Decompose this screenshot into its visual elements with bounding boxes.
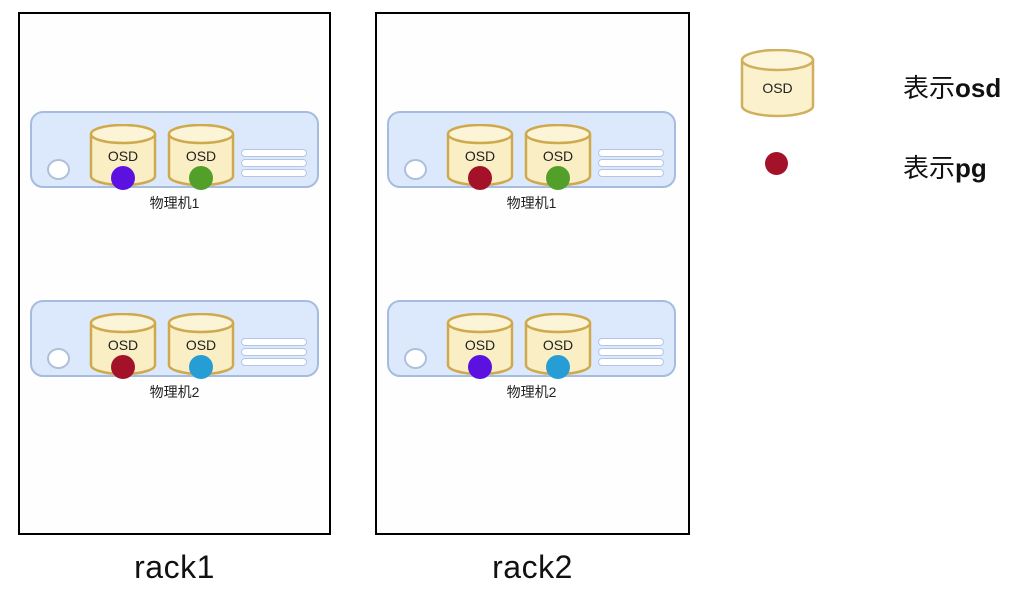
osd-label: OSD xyxy=(185,148,217,164)
rack1-machine2: OSD OSD 物理机2 xyxy=(30,300,319,402)
vent-lines-icon xyxy=(598,338,664,368)
power-button-icon xyxy=(47,348,70,369)
server-chassis: OSD OSD xyxy=(30,111,319,190)
osd-label: OSD xyxy=(762,80,793,96)
legend-osd-cylinder: OSD xyxy=(740,49,815,119)
pg-dot xyxy=(468,355,492,379)
osd-label: OSD xyxy=(464,337,496,353)
machine-label: 物理机2 xyxy=(149,384,200,400)
rack2-label: rack2 xyxy=(492,549,573,585)
osd-label: OSD xyxy=(107,337,139,353)
cylinder-icon xyxy=(446,124,514,186)
power-button-icon xyxy=(404,348,427,369)
pg-dot xyxy=(111,355,135,379)
cylinder-icon xyxy=(167,124,235,186)
pg-dot xyxy=(546,166,570,190)
osd-cylinder: OSD xyxy=(446,124,514,190)
osd-cylinder: OSD xyxy=(167,313,235,379)
vent-lines-icon xyxy=(241,149,307,179)
rack2-machine2: OSD OSD 物理机2 xyxy=(387,300,676,402)
pg-dot xyxy=(189,355,213,379)
pg-dot xyxy=(468,166,492,190)
cylinder-icon xyxy=(740,49,815,118)
vent-lines-icon xyxy=(598,149,664,179)
osd-cylinder: OSD xyxy=(446,313,514,379)
osd-cylinder: OSD xyxy=(89,313,157,379)
server-chassis: OSD OSD xyxy=(387,300,676,379)
server-chassis: OSD OSD xyxy=(387,111,676,190)
legend-pg-text: 表示pg xyxy=(903,153,987,183)
vent-lines-icon xyxy=(241,338,307,368)
legend-pg-dot xyxy=(765,152,788,175)
machine-label: 物理机1 xyxy=(506,195,557,211)
rack2-box: OSD OSD 物理机1 xyxy=(375,12,690,535)
pg-dot xyxy=(546,355,570,379)
rack1-box: OSD OSD 物理机1 xyxy=(18,12,331,535)
osd-cylinder: OSD xyxy=(89,124,157,190)
osd-label: OSD xyxy=(542,337,574,353)
osd-cylinder: OSD xyxy=(524,313,592,379)
legend-osd-text: 表示osd xyxy=(903,73,1002,103)
cylinder-icon xyxy=(446,313,514,375)
rack1-label: rack1 xyxy=(134,549,215,585)
rack2-machine1: OSD OSD 物理机1 xyxy=(387,111,676,213)
server-chassis: OSD OSD xyxy=(30,300,319,379)
machine-label: 物理机2 xyxy=(506,384,557,400)
osd-cylinder: OSD xyxy=(167,124,235,190)
power-button-icon xyxy=(47,159,70,180)
pg-dot xyxy=(189,166,213,190)
pg-dot xyxy=(111,166,135,190)
osd-cylinder: OSD xyxy=(524,124,592,190)
osd-label: OSD xyxy=(107,148,139,164)
cylinder-icon xyxy=(167,313,235,375)
power-button-icon xyxy=(404,159,427,180)
rack1-machine1: OSD OSD 物理机1 xyxy=(30,111,319,213)
osd-label: OSD xyxy=(464,148,496,164)
osd-label: OSD xyxy=(542,148,574,164)
osd-label: OSD xyxy=(185,337,217,353)
cylinder-icon xyxy=(524,313,592,375)
machine-label: 物理机1 xyxy=(149,195,200,211)
